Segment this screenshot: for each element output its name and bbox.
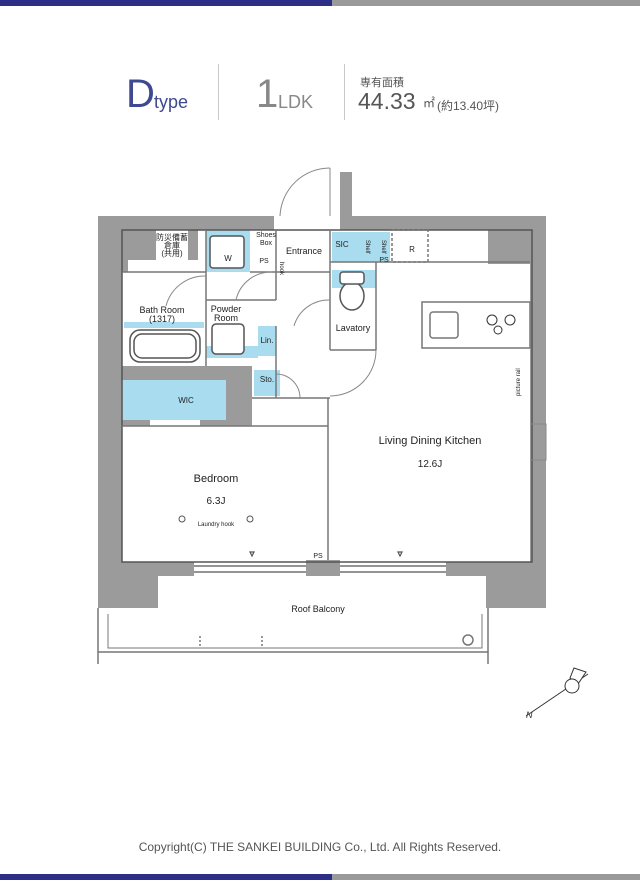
bedroom-size-label: 6.3J [207, 496, 226, 507]
walls [98, 172, 546, 608]
area-value: 44.33 [358, 88, 416, 114]
copyright-text: Copyright(C) THE SANKEI BUILDING Co., Lt… [138, 840, 502, 854]
storage-label-3: (共用) [161, 249, 183, 258]
shelf-label-1: Shelf [364, 240, 370, 254]
sic-label: SIC [335, 240, 349, 249]
powder-room-label-2: Room [214, 313, 238, 323]
ldk-size-label: 12.6J [418, 459, 442, 470]
refrigerator-label: R [409, 245, 415, 254]
doors [165, 167, 547, 461]
entrance-label: Entrance [286, 246, 322, 256]
ldk-label: LDK [278, 92, 314, 112]
ps-label: PS [259, 258, 269, 265]
wic-label: WIC [178, 396, 194, 405]
top-accent-bar [0, 0, 640, 6]
balcony [97, 608, 489, 664]
ldk-number: 1 [256, 72, 279, 116]
unit-type-word: type [154, 92, 189, 112]
stove [486, 314, 516, 335]
shelf-label-2: Shelf [380, 240, 386, 254]
area-label: 専有面積 [360, 77, 404, 89]
bottom-accent-bar [0, 874, 640, 880]
header-divider [344, 64, 345, 120]
interior-walls [121, 229, 533, 563]
storage-closet-label: Sto. [260, 375, 274, 384]
shoes-box-label: Shoes [256, 232, 276, 239]
bath-size-label: (1317) [149, 314, 175, 324]
ps-label-3: PS [313, 553, 323, 560]
storage-label-1: 防災備蓄 [156, 232, 188, 242]
storage-label-2: 倉庫 [164, 240, 180, 250]
windows [194, 551, 446, 573]
lavatory-label: Lavatory [336, 323, 371, 333]
area-tsubo: (約13.40坪) [437, 99, 500, 113]
area-unit: ㎡ [423, 96, 436, 110]
ps-label-2: PS [379, 257, 389, 264]
linen-label: Lin. [261, 336, 274, 345]
sanitary-fixtures [129, 235, 365, 363]
bedroom-label: Bedroom [194, 473, 239, 485]
laundry-hook-label: Laundry hook [198, 522, 235, 528]
laundry-hook-points [178, 515, 254, 523]
ldk-room-label: Living Dining Kitchen [379, 435, 482, 447]
bath-room-label: Bath Room [139, 305, 184, 315]
header-divider [218, 64, 219, 120]
hook-label: hook [278, 262, 284, 276]
roof-balcony-label: Roof Balcony [291, 604, 345, 614]
picture-rail-label: picture rail [516, 368, 522, 396]
compass-icon: N [525, 667, 589, 720]
unit-type-letter: D [126, 72, 155, 116]
washer-label: W [224, 254, 232, 263]
powder-room-label: Powder [211, 304, 242, 314]
shoes-box-label-2: Box [260, 240, 273, 247]
north-label: N [526, 710, 533, 720]
